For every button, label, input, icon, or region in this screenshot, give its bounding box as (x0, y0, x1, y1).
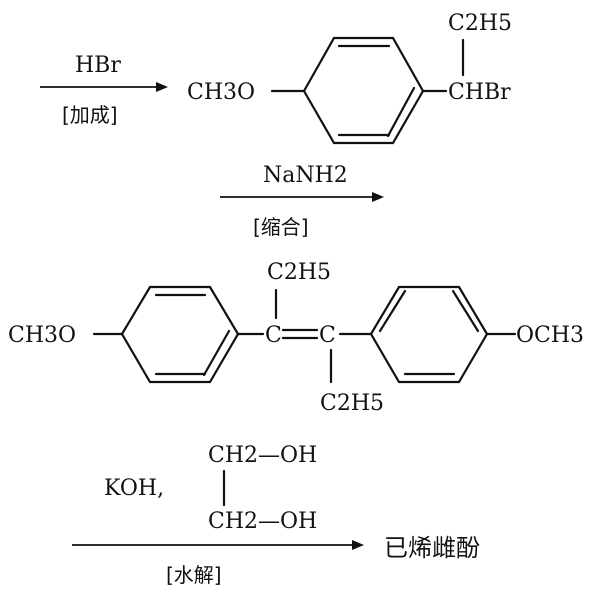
step1-methoxy-label: CH3O (187, 80, 255, 105)
step1-chbr-label: CHBr (448, 80, 511, 105)
step3-reagent: KOH, (104, 476, 164, 501)
step1-benzene-ring (270, 36, 465, 145)
step2-left-benzene-ring (92, 285, 240, 384)
step2-bottom-ethyl-label: C2H5 (320, 391, 384, 416)
step1-ethyl-label: C2H5 (448, 11, 512, 36)
step3-solvent-top: CH2—OH (208, 443, 317, 468)
step2-methoxy-left: CH3O (8, 323, 76, 348)
step2-right-carbon: C (319, 323, 336, 348)
step2-reagent: NaNH2 (263, 163, 348, 188)
step2-methoxy-right: OCH3 (516, 323, 584, 348)
step2-right-benzene-ring (369, 285, 489, 384)
step2-condition: [缩合] (253, 215, 309, 239)
step3-solvent-bottom: CH2—OH (208, 509, 317, 534)
step2-left-carbon: C (265, 323, 282, 348)
step2-top-ethyl-label: C2H5 (267, 260, 331, 285)
step1-arrow (40, 82, 168, 92)
step1-condition: [加成] (62, 103, 118, 127)
step3-product-name: 已烯雌酚 (384, 534, 480, 562)
step3-condition: [水解] (166, 563, 222, 587)
step3-arrow (72, 540, 364, 550)
step2-arrow (220, 192, 384, 202)
step1-reagent: HBr (75, 53, 121, 78)
